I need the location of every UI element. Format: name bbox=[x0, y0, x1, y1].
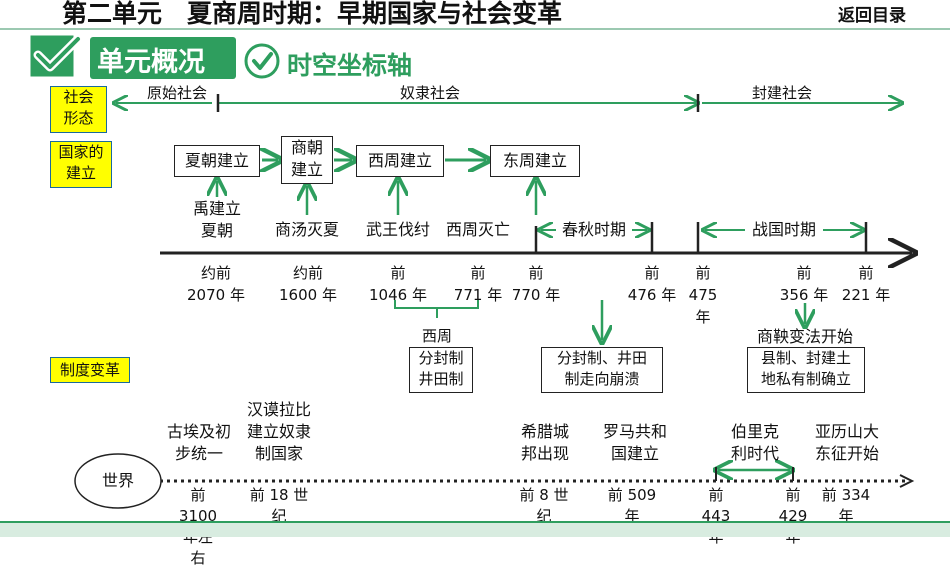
xizhou-system-label: 西周 bbox=[421, 327, 452, 345]
row-label-social-form: 社会 形态 bbox=[50, 86, 107, 133]
era-primitive: 原始社会 bbox=[147, 84, 208, 102]
world-timeline-arrowhead bbox=[899, 474, 915, 488]
section-title: 时空坐标轴 bbox=[287, 51, 413, 80]
event-yu: 禹建立 夏朝 bbox=[192, 199, 241, 240]
tick-label-221: 前 221 年 bbox=[841, 264, 891, 304]
tick-label-476: 前 476 年 bbox=[627, 264, 677, 304]
tick-label-1600: 约前 1600 年 bbox=[279, 264, 337, 304]
world-tick-334: 前 334 年 bbox=[821, 486, 871, 525]
state-shang-box: 商朝 建立 bbox=[281, 136, 333, 184]
era-slave: 奴隶社会 bbox=[400, 84, 461, 102]
tick-label-770: 前 770 年 bbox=[511, 264, 561, 304]
tick-label-771: 前 771 年 bbox=[453, 264, 503, 304]
back-to-contents-link[interactable]: 返回目录 bbox=[838, 6, 906, 26]
world-tick-429: 前 429 年 bbox=[778, 486, 808, 546]
era-feudal: 封建社会 bbox=[752, 84, 813, 102]
check-circle-icon bbox=[244, 43, 280, 79]
world-tick-509: 前 509 年 bbox=[607, 486, 657, 525]
header-bar bbox=[0, 0, 950, 30]
row-label-system-change: 制度变革 bbox=[50, 357, 130, 383]
state-dongzhou-box: 东周建立 bbox=[490, 145, 580, 177]
event-wuwang: 武王伐纣 bbox=[365, 220, 430, 239]
state-xia-box: 夏朝建立 bbox=[174, 145, 260, 177]
tick-label-2070: 约前 2070 年 bbox=[187, 264, 245, 304]
event-shangtang: 商汤灭夏 bbox=[274, 220, 339, 239]
state-xizhou-box: 西周建立 bbox=[356, 145, 444, 177]
check-badge-icon bbox=[30, 34, 83, 77]
unit-overview-label: 单元概况 bbox=[97, 47, 205, 78]
world-event-alexander: 亚历山大 东征开始 bbox=[814, 422, 879, 463]
system-collapse-box: 分封制、井田 制走向崩溃 bbox=[541, 347, 663, 393]
world-tick-8c: 前 8 世 纪 bbox=[519, 486, 569, 525]
world-event-pericles: 伯里克 利时代 bbox=[730, 422, 779, 463]
row-label-state-formation: 国家的 建立 bbox=[50, 141, 112, 188]
world-label: 世界 bbox=[101, 471, 134, 490]
world-event-egypt: 古埃及初 步统一 bbox=[166, 422, 231, 463]
world-tick-443: 前 443 年 bbox=[701, 486, 731, 546]
page-title: 第二单元 夏商周时期：早期国家与社会变革 bbox=[62, 0, 563, 28]
unit-overview-banner bbox=[90, 37, 236, 79]
shangyang-reform-label: 商鞅变法开始 bbox=[756, 327, 853, 346]
tick-label-1046: 前 1046 年 bbox=[369, 264, 427, 304]
tick-label-356: 前 356 年 bbox=[779, 264, 829, 304]
timeline-graphics bbox=[74, 94, 950, 509]
world-oval bbox=[74, 453, 162, 509]
world-event-hammurabi: 汉谟拉比 建立奴隶 制国家 bbox=[246, 400, 311, 463]
xizhou-system-box: 分封制 井田制 bbox=[409, 347, 473, 393]
footer-strip bbox=[0, 521, 950, 537]
tick-label-475: 前 475 年 bbox=[688, 264, 718, 326]
period-zhanguo: 战国时期 bbox=[751, 220, 816, 239]
event-xizhou-fall: 西周灭亡 bbox=[445, 220, 510, 239]
period-chunqiu: 春秋时期 bbox=[561, 220, 626, 239]
shangyang-result-box: 县制、封建土 地私有制确立 bbox=[747, 347, 865, 393]
world-tick-18c: 前 18 世 纪 bbox=[249, 486, 309, 525]
world-event-rome: 罗马共和 国建立 bbox=[602, 422, 667, 463]
world-event-greece: 希腊城 邦出现 bbox=[520, 422, 569, 463]
